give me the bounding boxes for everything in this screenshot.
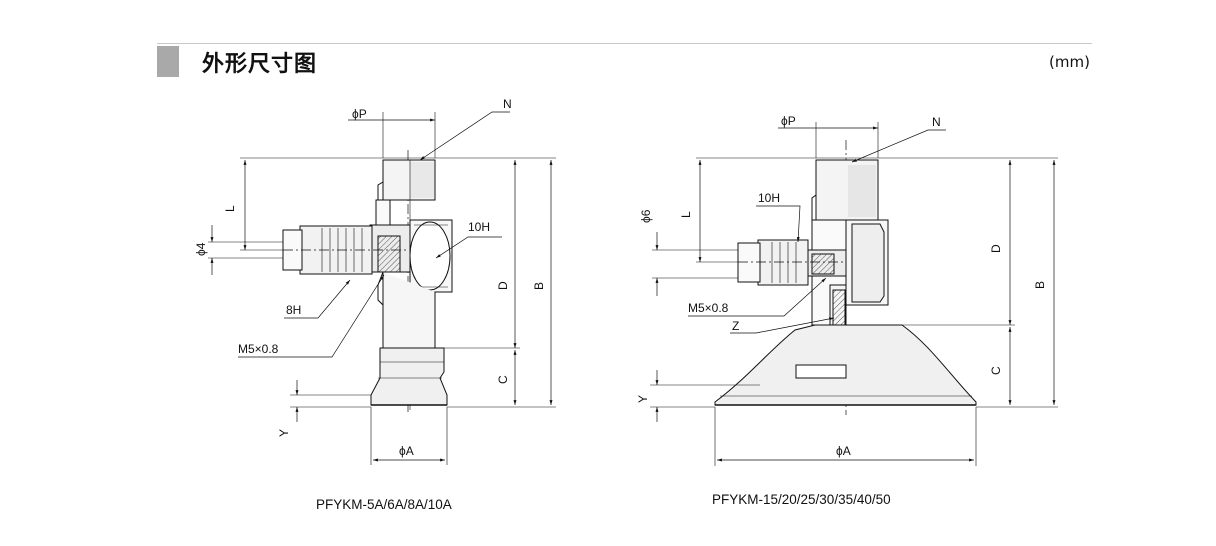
left-drawing <box>208 111 556 465</box>
left-label-8h: 8H <box>286 303 301 317</box>
page-title: 外形尺寸图 <box>202 52 318 77</box>
right-label-phi6: ϕ6 <box>639 209 653 223</box>
right-label-y: Y <box>636 395 650 403</box>
left-label-phi4: ϕ4 <box>194 242 208 256</box>
right-label-d: D <box>989 244 1003 253</box>
right-label-phi-a: ϕA <box>836 444 851 458</box>
left-label-c: C <box>496 375 510 384</box>
right-label-l: L <box>679 211 693 218</box>
unit-label: (mm) <box>1049 53 1090 71</box>
right-model-caption: PFYKM-15/20/25/30/35/40/50 <box>712 492 891 507</box>
section-marker <box>157 46 179 77</box>
left-label-n: N <box>503 97 512 111</box>
header-rule <box>157 43 1092 44</box>
left-label-phi-a: ϕA <box>399 444 414 458</box>
left-pad <box>370 347 448 406</box>
right-label-b: B <box>1033 281 1047 289</box>
left-model-caption: PFYKM-5A/6A/8A/10A <box>316 497 452 512</box>
left-label-thread: M5×0.8 <box>238 342 279 356</box>
right-label-z: Z <box>732 319 739 333</box>
right-label-n: N <box>932 115 941 129</box>
left-label-10h: 10H <box>468 220 490 234</box>
left-label-d: D <box>496 281 510 290</box>
right-drawing <box>650 122 1058 466</box>
right-label-thread: M5×0.8 <box>688 301 729 315</box>
right-label-phi-p: ϕP <box>781 114 796 128</box>
left-label-l: L <box>223 205 237 212</box>
left-label-b: B <box>532 282 546 290</box>
left-label-y: Y <box>277 429 291 437</box>
left-label-phi-p: ϕP <box>352 107 367 121</box>
right-fitting <box>757 239 809 286</box>
right-label-c: C <box>989 366 1003 375</box>
right-label-10h: 10H <box>758 191 780 205</box>
